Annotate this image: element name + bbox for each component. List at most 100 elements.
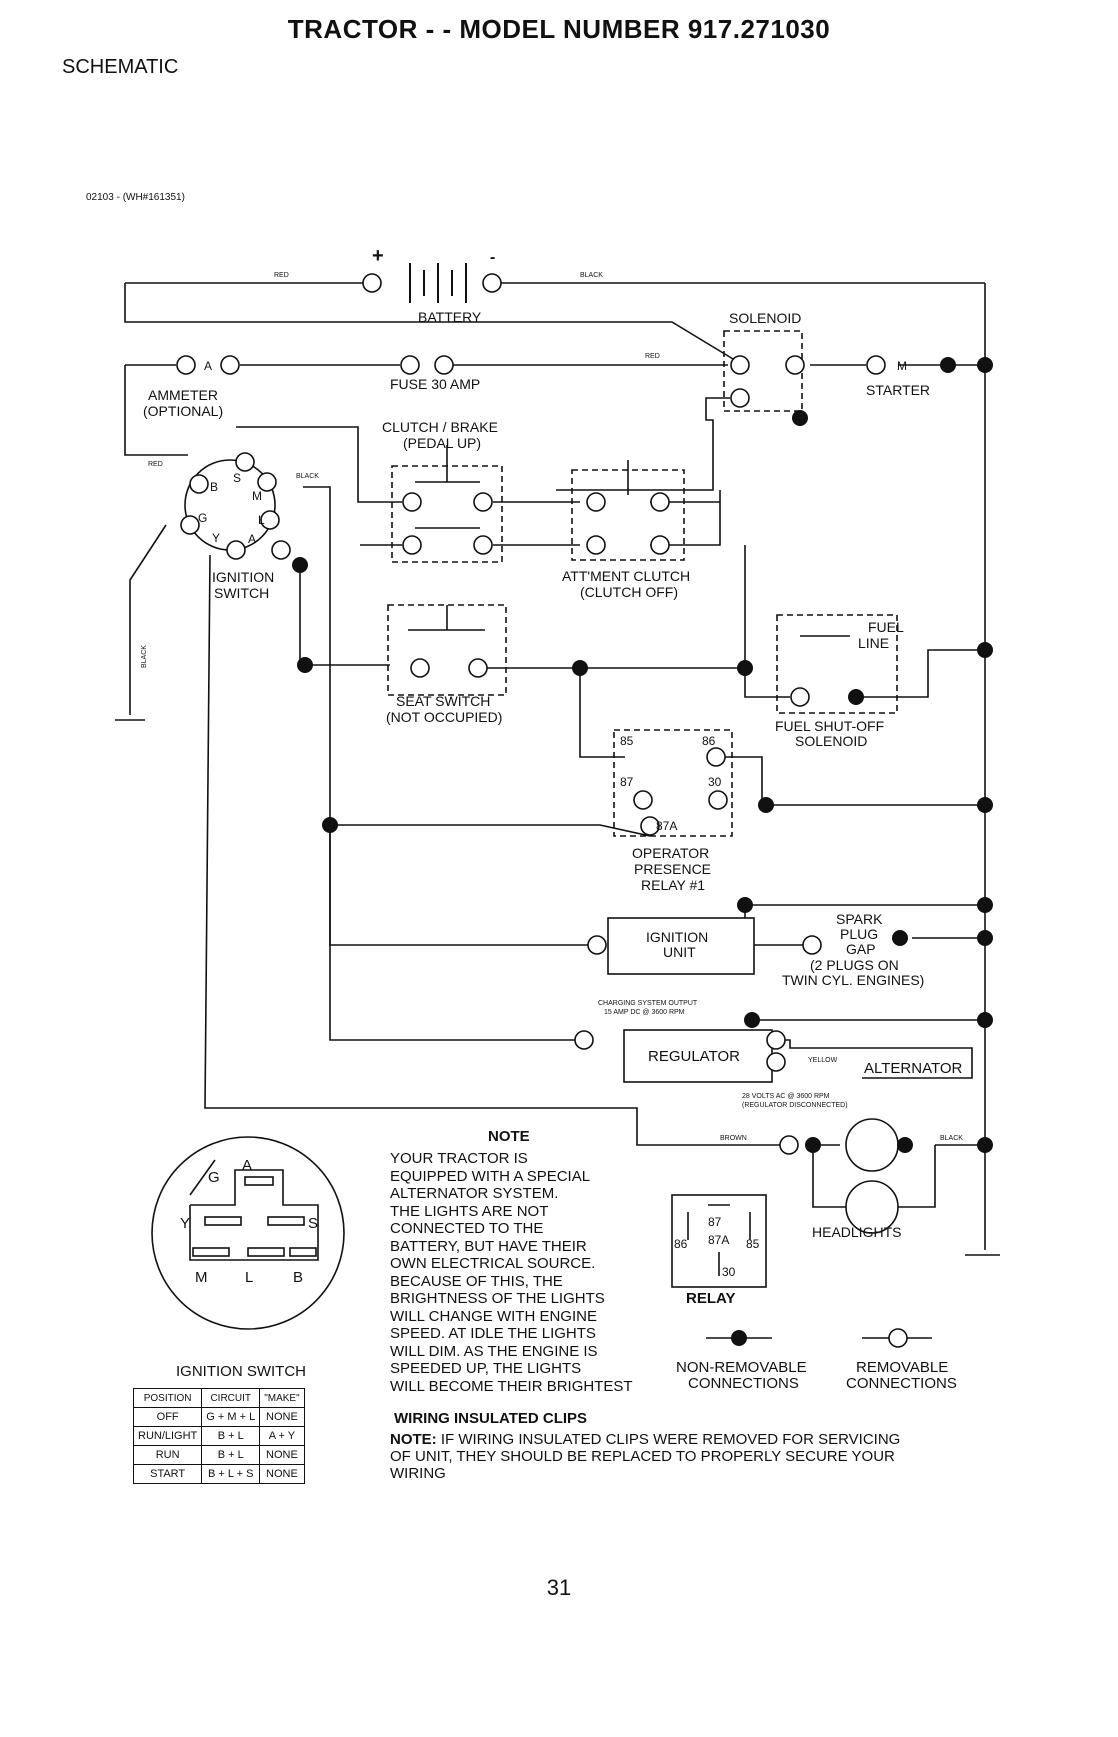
alt-volts-label-1: 28 VOLTS AC @ 3600 RPM <box>742 1093 830 1100</box>
relay1-terminal-86: 86 <box>702 734 716 748</box>
starter-terminal: M <box>897 359 907 373</box>
table-cell: B + L <box>201 1426 261 1446</box>
ign-terminal-s: S <box>233 471 241 485</box>
spark-label-2: PLUG <box>840 926 878 942</box>
relay1-terminal-85: 85 <box>620 734 634 748</box>
clutch-brake-sub-label: (PEDAL UP) <box>403 435 481 451</box>
page-title: TRACTOR - - MODEL NUMBER 917.271030 <box>287 14 831 44</box>
ammeter-optional-label: (OPTIONAL) <box>143 403 223 419</box>
relay-legend-86: 86 <box>674 1237 688 1251</box>
starter-label: STARTER <box>866 382 930 398</box>
table-row: START B + L + S NONE <box>132 1464 305 1484</box>
ign-terminal-l: L <box>258 513 265 527</box>
relay1-label-2: PRESENCE <box>634 861 711 877</box>
table-cell: B + L <box>201 1445 261 1465</box>
regulator-label: REGULATOR <box>648 1048 740 1065</box>
wire-black-3: BLACK <box>940 1135 963 1142</box>
relay1-terminal-30: 30 <box>708 775 722 789</box>
ignition-unit-label-1: IGNITION <box>646 929 708 945</box>
ign-terminal-g: G <box>198 511 207 525</box>
switch-face-y: Y <box>180 1215 190 1232</box>
switch-face-m: M <box>195 1269 208 1286</box>
switch-face-b: B <box>293 1269 303 1286</box>
battery-plus: + <box>372 245 384 267</box>
alt-volts-label-2: (REGULATOR DISCONNECTED) <box>742 1102 848 1109</box>
clips-title: WIRING INSULATED CLIPS <box>394 1410 588 1427</box>
wire-black-2: BLACK <box>296 473 319 480</box>
seat-switch-sub-label: (NOT OCCUPIED) <box>386 709 502 725</box>
wire-black-vertical: BLACK <box>141 645 148 668</box>
removable-label-1: REMOVABLE <box>856 1359 948 1376</box>
non-removable-connections <box>292 357 993 1346</box>
page-number: 31 <box>546 1575 572 1600</box>
table-cell: START <box>132 1464 203 1484</box>
clips-note-label: NOTE: <box>390 1431 437 1448</box>
fuel-line-label-1: FUEL <box>868 619 904 635</box>
solenoid-label: SOLENOID <box>729 310 801 326</box>
spark-label-3: GAP <box>846 941 876 957</box>
attment-clutch-label: ATT'MENT CLUTCH <box>562 568 690 584</box>
spark-label-5: TWIN CYL. ENGINES) <box>782 972 924 988</box>
ignition-table-title: IGNITION SWITCH <box>176 1363 306 1380</box>
spark-label-1: SPARK <box>836 911 883 927</box>
clutch-brake-label: CLUTCH / BRAKE <box>382 419 498 435</box>
wire-brown: BROWN <box>720 1135 747 1142</box>
battery-label: BATTERY <box>418 309 482 325</box>
seat-switch-label: SEAT SWITCH <box>396 693 490 709</box>
wires <box>115 282 1000 1339</box>
table-header: POSITION <box>132 1388 203 1408</box>
headlights-label: HEADLIGHTS <box>812 1224 901 1240</box>
charging-output-label-1: CHARGING SYSTEM OUTPUT <box>598 1000 698 1007</box>
table-cell: NONE <box>259 1464 305 1484</box>
switch-face-a: A <box>242 1157 252 1174</box>
relay1-label-3: RELAY #1 <box>641 877 705 893</box>
table-cell: A + Y <box>259 1426 305 1446</box>
fuel-shutoff-label-1: FUEL SHUT-OFF <box>775 718 884 734</box>
ign-terminal-b: B <box>210 480 218 494</box>
non-removable-label-1: NON-REMOVABLE <box>676 1359 807 1376</box>
relay-legend-87a: 87A <box>708 1233 729 1247</box>
attment-clutch-sub-label: (CLUTCH OFF) <box>580 584 678 600</box>
wire-red-2: RED <box>645 353 660 360</box>
fuel-shutoff-label-2: SOLENOID <box>795 733 867 749</box>
table-header-row: POSITION CIRCUIT "MAKE" <box>132 1388 305 1408</box>
ignition-table: POSITION CIRCUIT "MAKE" OFF G + M + L NO… <box>132 1388 305 1484</box>
ign-terminal-a: A <box>248 532 256 546</box>
removable-connections <box>176 273 908 1348</box>
ignition-switch-label-2: SWITCH <box>214 585 269 601</box>
relay-legend-87: 87 <box>708 1215 722 1229</box>
wire-red-3: RED <box>148 461 163 468</box>
battery-minus: - <box>490 249 495 266</box>
switch-face-g: G <box>208 1169 220 1186</box>
wire-red-1: RED <box>274 272 289 279</box>
relay1-terminal-87a: 87A <box>656 819 677 833</box>
note-body: YOUR TRACTOR IS EQUIPPED WITH A SPECIAL … <box>390 1150 633 1395</box>
table-cell: OFF <box>132 1407 203 1427</box>
removable-label-2: CONNECTIONS <box>846 1375 957 1392</box>
spark-label-4: (2 PLUGS ON <box>810 957 899 973</box>
clips-note-text: IF WIRING INSULATED CLIPS WERE REMOVED F… <box>390 1431 901 1482</box>
table-row: RUN B + L NONE <box>132 1445 305 1465</box>
ignition-switch-face <box>151 1136 345 1330</box>
table-cell: NONE <box>259 1407 305 1427</box>
fuel-line-label-2: LINE <box>858 635 889 651</box>
relay1-terminal-87: 87 <box>620 775 634 789</box>
wire-yellow: YELLOW <box>808 1057 838 1064</box>
ignition-switch-label-1: IGNITION <box>212 569 274 585</box>
table-cell: B + L + S <box>201 1464 261 1484</box>
switch-face-s: S <box>308 1215 318 1232</box>
battery-symbol <box>409 263 467 303</box>
table-cell: NONE <box>259 1445 305 1465</box>
switch-face-l: L <box>245 1269 253 1286</box>
table-header: CIRCUIT <box>201 1388 261 1408</box>
relay-legend-30: 30 <box>722 1265 736 1279</box>
note-title: NOTE <box>488 1128 530 1145</box>
table-cell: RUN <box>132 1445 203 1465</box>
table-row: RUN/LIGHT B + L A + Y <box>132 1426 305 1446</box>
relay1-label-1: OPERATOR <box>632 845 709 861</box>
table-cell: RUN/LIGHT <box>132 1426 203 1446</box>
ign-terminal-m: M <box>252 489 262 503</box>
table-row: OFF G + M + L NONE <box>132 1407 305 1427</box>
table-header: "MAKE" <box>259 1388 305 1408</box>
